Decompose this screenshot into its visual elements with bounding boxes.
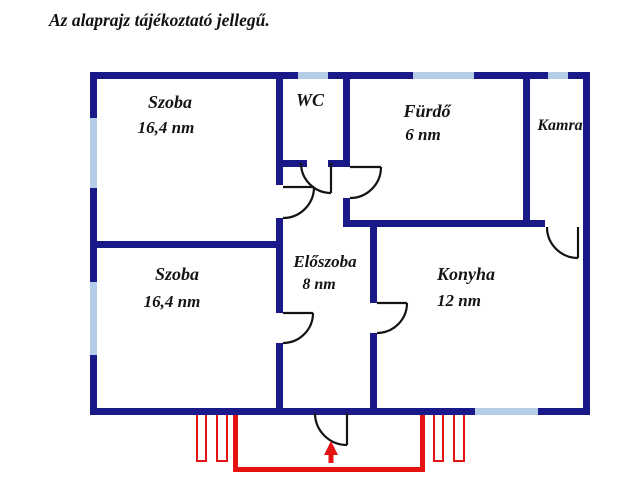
- wall-between-szoba-rooms: [90, 241, 283, 248]
- wall-kamra-bottom: [523, 220, 545, 227]
- room-area-szoba-bottom: 16,4 nm: [143, 292, 201, 311]
- wall-szoba-corridor-middle: [276, 218, 283, 313]
- room-label-furdo: Fürdő: [403, 101, 451, 121]
- plan-disclaimer-title: Az alaprajz tájékoztató jellegű.: [49, 10, 270, 30]
- room-label-konyha: Konyha: [436, 264, 496, 284]
- room-label-kamra: Kamra: [537, 117, 583, 134]
- wall-eloszoba-konyha-upper: [370, 220, 377, 303]
- konyha-door-arc: [376, 302, 409, 335]
- entrance-arrow-icon: [324, 441, 338, 463]
- room-label-szoba-bottom: Szoba: [154, 264, 199, 284]
- wall-wc-bottom-left: [276, 160, 307, 167]
- window-wc-top: [298, 72, 328, 79]
- room-area-eloszoba: 8 nm: [302, 276, 336, 293]
- wall-furdo-kamra: [523, 79, 530, 227]
- window-konyha-bottom: [475, 408, 538, 415]
- window-kamra-top: [548, 72, 568, 79]
- szoba-top-door-arc: [282, 186, 316, 220]
- wall-furdo-bottom: [343, 220, 530, 227]
- wall-wc-furdo-lower: [343, 198, 350, 227]
- wall-eloszoba-konyha-lower: [370, 333, 377, 408]
- wall-szoba-corridor-lower: [276, 343, 283, 408]
- window-furdo-top: [413, 72, 474, 79]
- room-label-szoba-top: Szoba: [147, 92, 192, 112]
- wall-outer-bottom: [90, 408, 590, 415]
- entrance-porch-outline: [233, 411, 425, 472]
- wall-outer-top: [90, 72, 590, 79]
- front-door-arc: [313, 412, 348, 447]
- room-area-furdo: 6 nm: [405, 125, 441, 144]
- furdo-door-arc: [349, 166, 383, 200]
- wc-door-arc: [299, 162, 332, 195]
- window-szoba-top-left: [90, 118, 97, 188]
- wall-wc-bottom-right: [328, 160, 350, 167]
- room-label-wc: WC: [295, 90, 324, 110]
- kamra-door-arc: [545, 226, 579, 260]
- wall-wc-furdo-upper: [343, 79, 350, 167]
- room-area-szoba-top: 16,4 nm: [137, 118, 195, 137]
- room-label-eloszoba: Előszoba: [293, 252, 357, 271]
- wall-szoba-corridor-upper: [276, 79, 283, 185]
- szoba-bottom-door-arc: [282, 312, 315, 345]
- window-szoba-bottom-left: [90, 282, 97, 355]
- room-area-konyha: 12 nm: [437, 291, 481, 310]
- wall-outer-right: [583, 72, 590, 415]
